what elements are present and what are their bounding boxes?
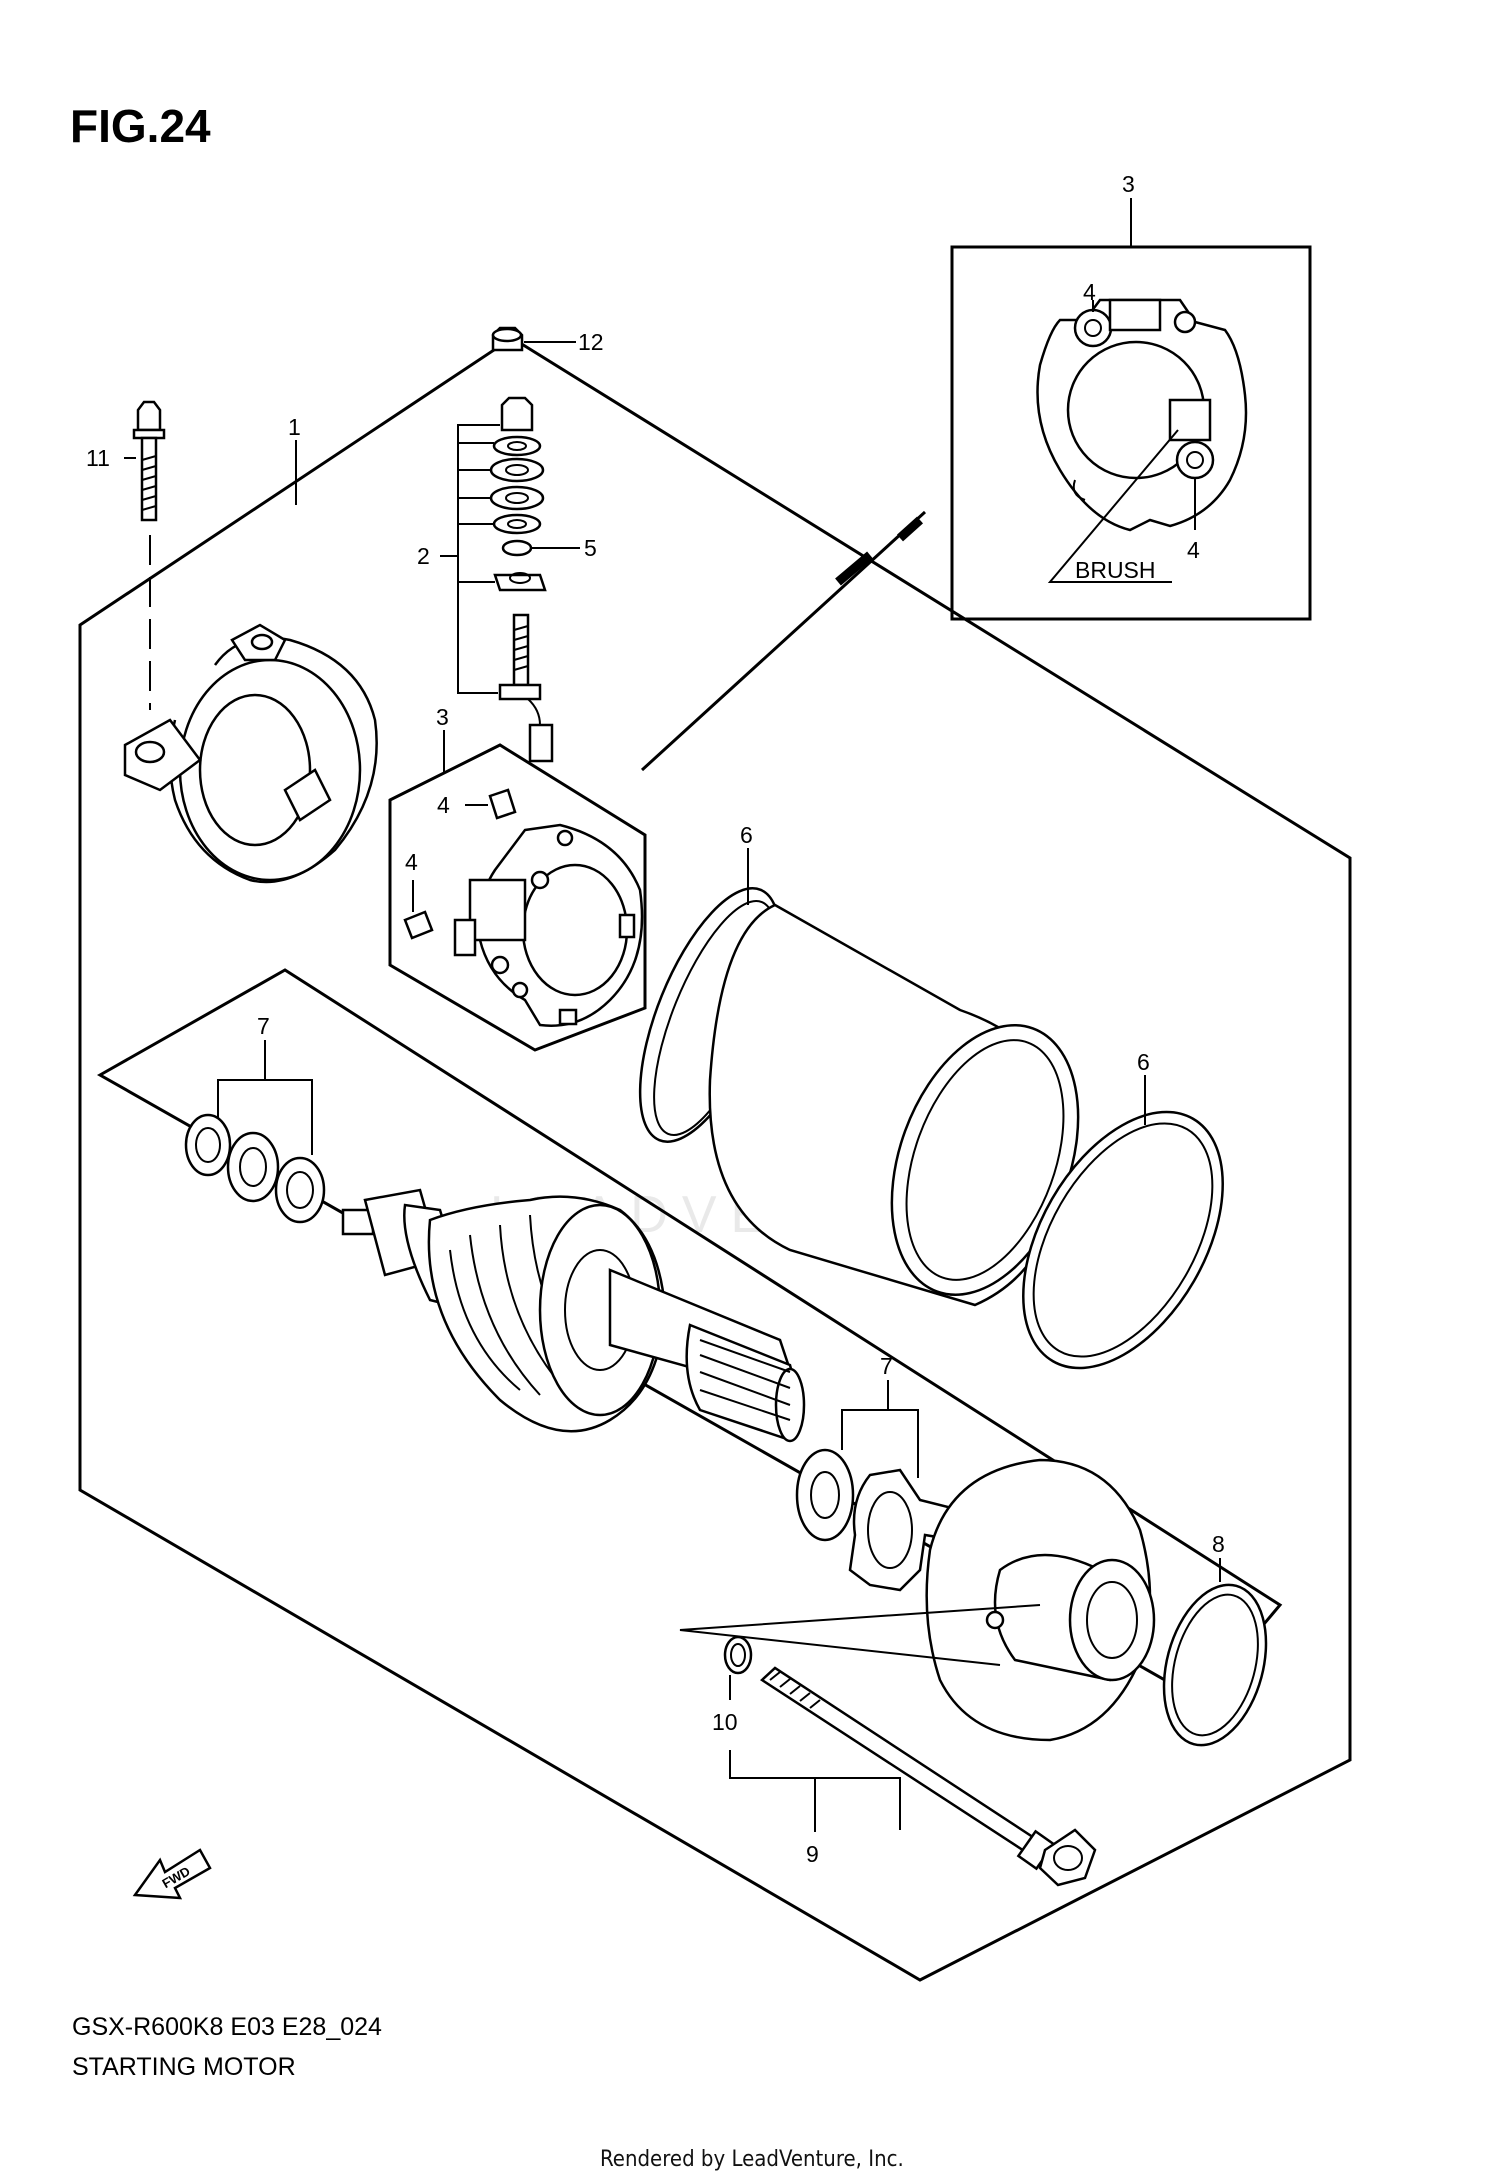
figure-name: STARTING MOTOR (72, 2053, 296, 2081)
part-3-brush-plate (403, 788, 644, 1027)
yoke-housing (708, 903, 1080, 1307)
part-8-oring (1162, 1583, 1268, 1747)
callout-11[interactable]: 11 (86, 445, 110, 471)
callout-6-a[interactable]: 6 (740, 822, 753, 848)
callout-2[interactable]: 2 (417, 543, 430, 569)
callout-4-main-a[interactable]: 4 (437, 792, 450, 818)
callout-3-inset[interactable]: 3 (1122, 171, 1135, 197)
callout-10[interactable]: 10 (712, 1709, 738, 1735)
callout-4-inset-top[interactable]: 4 (1083, 279, 1096, 305)
callout-7-left[interactable]: 7 (257, 1013, 270, 1039)
part-7-washers-right (795, 1448, 962, 1592)
leader-7-right (841, 1409, 919, 1478)
end-cover (123, 623, 378, 884)
inset-pointer-line (640, 510, 927, 772)
callout-5[interactable]: 5 (584, 535, 597, 561)
figure-title: FIG.24 (70, 100, 211, 152)
part-12-nut (491, 326, 524, 352)
model-code: GSX-R600K8 E03 E28_024 (72, 2013, 382, 2041)
callout-3-main[interactable]: 3 (436, 704, 449, 730)
part-11-bolt (132, 400, 166, 522)
brush-plate-hexagon (388, 743, 647, 1052)
rendered-by: Rendered by LeadVenture, Inc. (600, 2147, 904, 2172)
callout-8[interactable]: 8 (1212, 1531, 1225, 1557)
fwd-arrow-icon: FWD (132, 1848, 212, 1900)
callout-12[interactable]: 12 (578, 329, 604, 355)
part-9-through-bolt (759, 1666, 1097, 1887)
brush-holder-detail (1036, 298, 1248, 532)
front-housing (925, 1458, 1156, 1742)
leader-brush (1047, 429, 1179, 583)
part-10-oring (723, 1635, 753, 1675)
brush-label[interactable]: BRUSH (1075, 557, 1156, 583)
leader-2-bracket (457, 424, 500, 694)
part-7-washers-left (184, 1113, 326, 1224)
callout-4-main-b[interactable]: 4 (405, 849, 418, 875)
callout-6-b[interactable]: 6 (1137, 1049, 1150, 1075)
pointer-housing (679, 1604, 1041, 1666)
callout-4-inset-bottom[interactable]: 4 (1187, 537, 1200, 563)
callout-7-right[interactable]: 7 (880, 1353, 893, 1379)
part-6-oring-right (1022, 1110, 1224, 1370)
callout-9[interactable]: 9 (806, 1841, 819, 1867)
armature (341, 1188, 806, 1443)
part-2-terminal-kit (489, 396, 554, 763)
callout-1[interactable]: 1 (288, 414, 301, 440)
